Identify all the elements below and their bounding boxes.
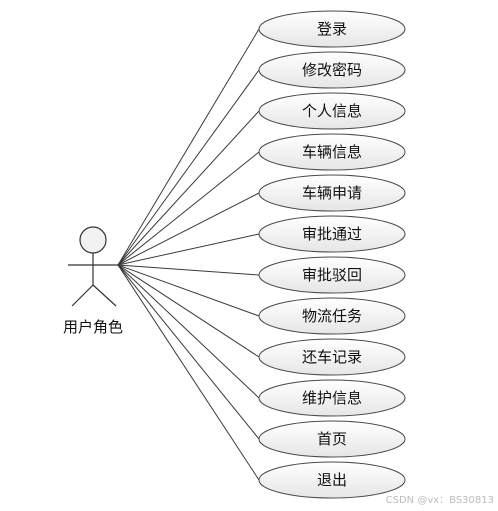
use-case: 首页 <box>258 420 406 458</box>
use-cases: 登录修改密码个人信息车辆信息车辆申请审批通过审批驳回物流任务还车记录维护信息首页… <box>258 10 406 499</box>
association-line <box>117 69 260 266</box>
use-case-label: 车辆申请 <box>302 184 362 202</box>
use-case-label: 审批驳回 <box>302 266 362 284</box>
use-case-label: 修改密码 <box>302 61 362 79</box>
use-case-label: 登录 <box>317 20 347 38</box>
association-line <box>117 264 260 276</box>
use-case-ellipse <box>258 297 406 335</box>
use-case-ellipse <box>258 379 406 417</box>
association-line <box>117 264 260 399</box>
association-line <box>117 151 260 266</box>
use-case-label: 物流任务 <box>302 307 362 325</box>
use-case-ellipse <box>258 174 406 212</box>
use-case: 维护信息 <box>258 379 406 417</box>
watermark-text: CSDN @vx：BS30813 <box>386 495 494 506</box>
use-case-label: 还车记录 <box>302 348 362 366</box>
use-case-ellipse <box>258 338 406 376</box>
use-case-ellipse <box>258 92 406 130</box>
use-case-label: 维护信息 <box>302 389 362 407</box>
use-case-ellipse <box>258 420 406 458</box>
use-case: 审批驳回 <box>258 256 406 294</box>
association-line <box>117 110 260 266</box>
use-case: 车辆信息 <box>258 133 406 171</box>
association-line <box>117 28 260 266</box>
use-case-label: 审批通过 <box>302 225 362 243</box>
use-case: 修改密码 <box>258 51 406 89</box>
use-case-ellipse <box>258 461 406 499</box>
use-case-ellipse <box>258 215 406 253</box>
actor-right-leg <box>92 284 117 307</box>
actor-left-leg <box>71 284 94 307</box>
use-case: 车辆申请 <box>258 174 406 212</box>
use-case: 退出 <box>258 461 406 499</box>
association-line <box>117 264 260 358</box>
actor: 用户角色 <box>63 226 123 336</box>
actor-head <box>79 226 107 254</box>
association-line <box>117 192 260 266</box>
association-lines <box>117 28 260 481</box>
use-case-ellipse <box>258 256 406 294</box>
use-case-ellipse <box>258 51 406 89</box>
use-case-ellipse <box>258 133 406 171</box>
use-case-label: 个人信息 <box>302 102 362 120</box>
actor-label: 用户角色 <box>63 318 123 336</box>
use-case: 个人信息 <box>258 92 406 130</box>
use-case-label: 退出 <box>317 471 347 489</box>
use-case: 登录 <box>258 10 406 48</box>
association-line <box>117 264 260 317</box>
association-line <box>117 264 260 481</box>
use-case: 物流任务 <box>258 297 406 335</box>
use-case-ellipse <box>258 10 406 48</box>
use-case: 还车记录 <box>258 338 406 376</box>
use-case: 审批通过 <box>258 215 406 253</box>
association-line <box>117 233 260 266</box>
association-line <box>117 264 260 440</box>
use-case-label: 车辆信息 <box>302 143 362 161</box>
use-case-label: 首页 <box>317 430 347 448</box>
